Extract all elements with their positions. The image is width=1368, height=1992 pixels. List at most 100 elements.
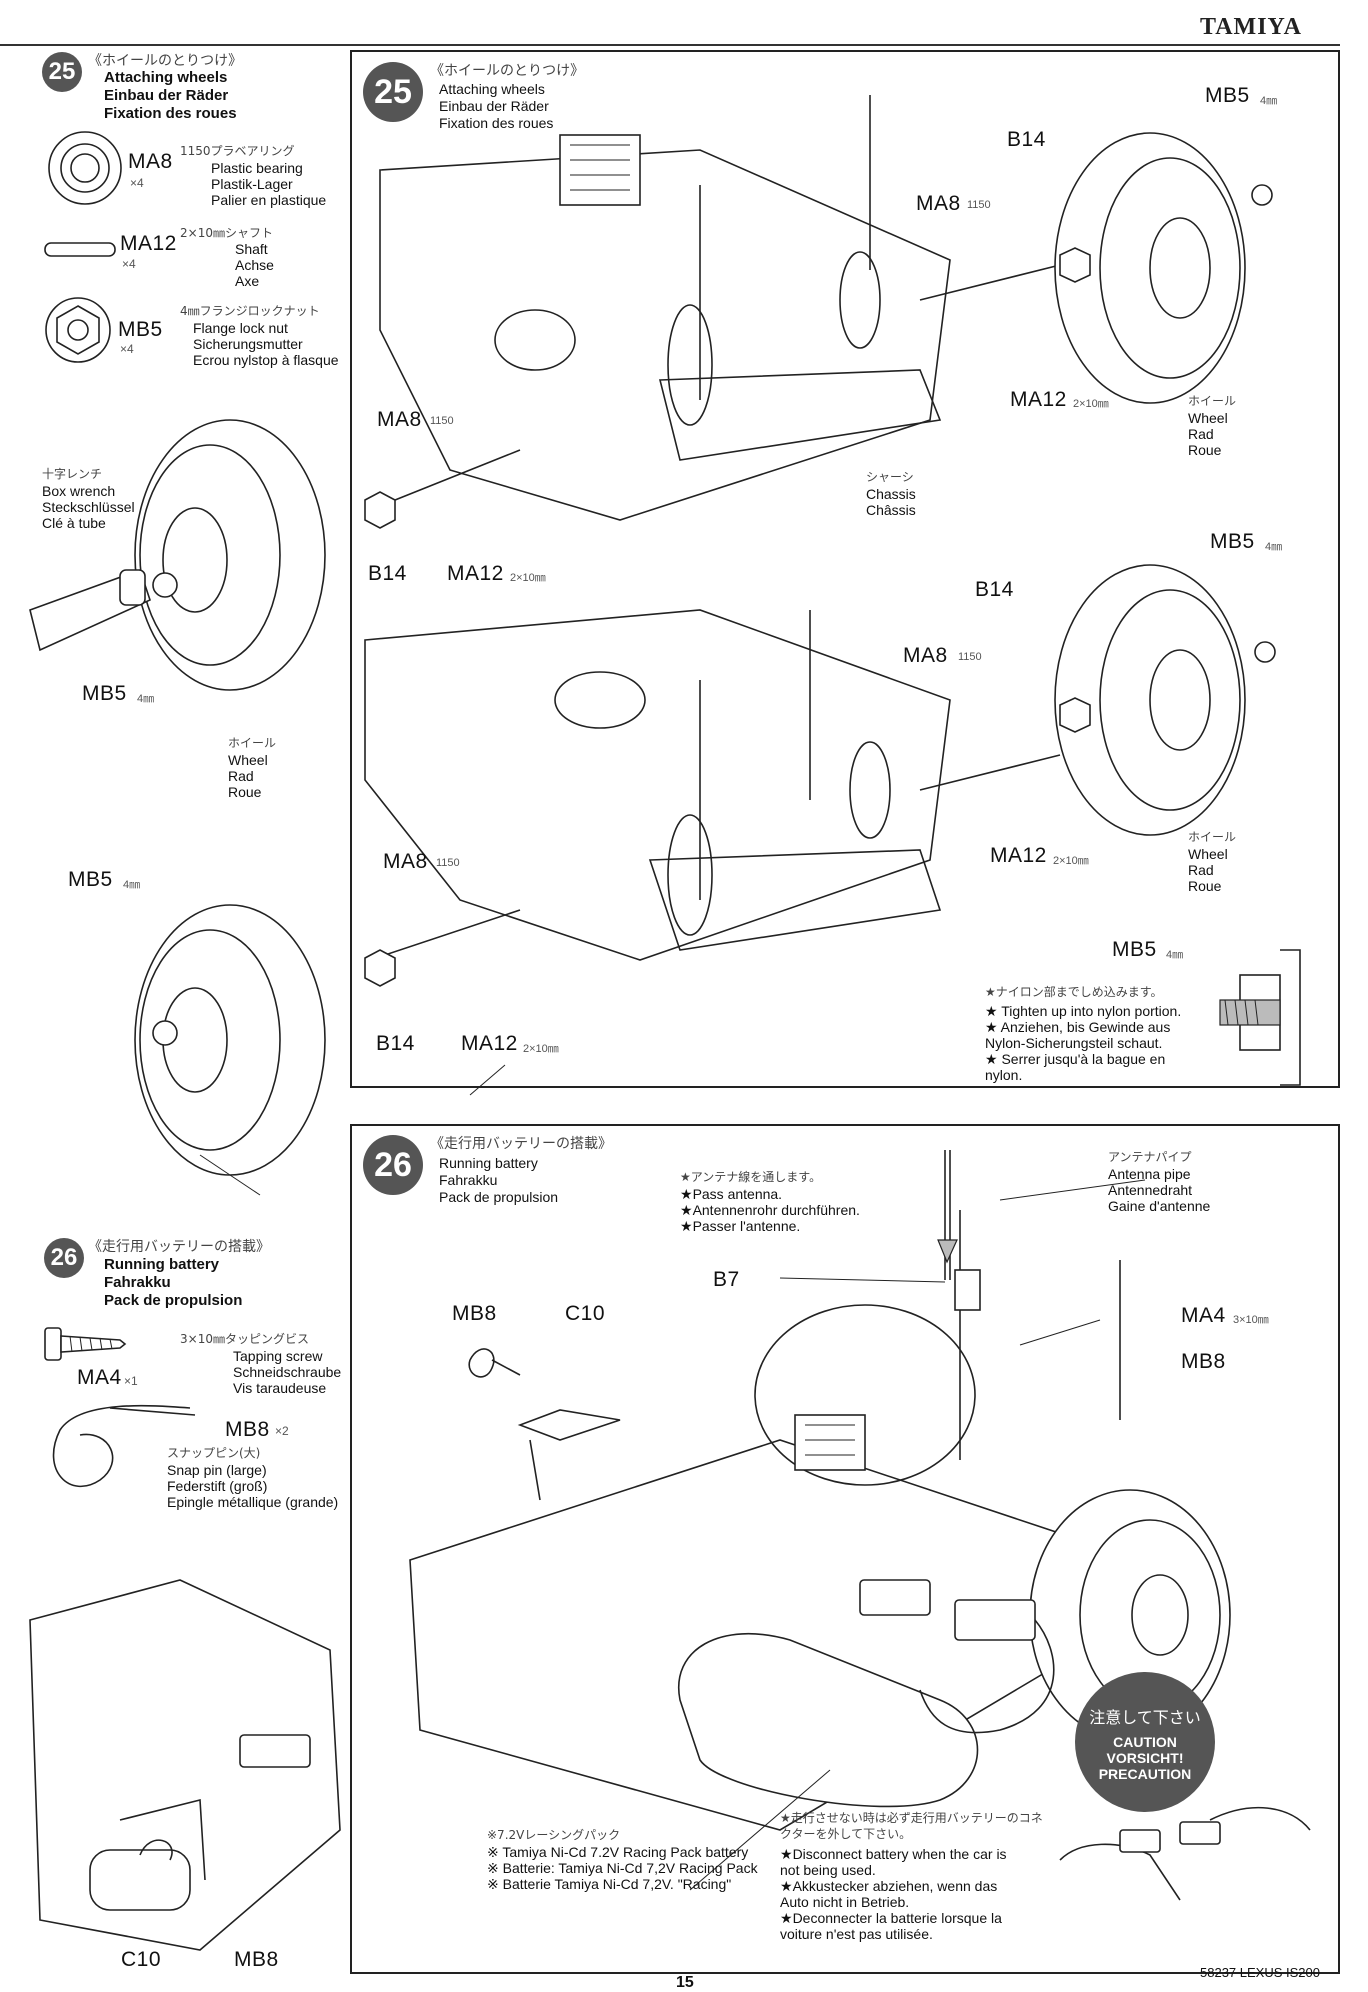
wheel-left-en: Wheel	[228, 752, 268, 768]
label-ma8-bottom-size: 1150	[436, 857, 460, 869]
disconnect-en: ★Disconnect battery when the car is not …	[780, 1846, 1007, 1878]
antenna-pipe-fr: Gaine d'antenne	[1108, 1198, 1211, 1214]
part-ma12-qty: ×4	[122, 257, 136, 271]
step26-title-fr: Pack de propulsion	[104, 1292, 243, 1309]
part-ma4-fr: Vis taraudeuse	[233, 1380, 327, 1396]
chassis-bottom	[364, 609, 1061, 961]
wheel-top-right	[1054, 132, 1273, 404]
label-ma8-mid-size: 1150	[958, 651, 982, 663]
label-ma12-mid: MA12	[990, 844, 1047, 867]
label-ma12-bottom: MA12	[461, 1032, 518, 1055]
antenna-pipe-de: Antennedraht	[1108, 1182, 1193, 1198]
step25-panel-title-en: Attaching wheels	[439, 81, 545, 97]
nylon-note-en: ★ Tighten up into nylon portion.	[985, 1003, 1182, 1019]
step25-title-de: Einbau der Räder	[104, 87, 229, 104]
step26-title-jp: 《走行用バッテリーの搭載》	[88, 1239, 270, 1255]
wheel-mid-de: Rad	[1188, 862, 1214, 878]
label-b14-top: B14	[1007, 128, 1046, 151]
wheel-top-en: Wheel	[1188, 410, 1228, 426]
footer-model: 58237 LEXUS IS200	[1200, 1965, 1320, 1980]
part-mb5-fr: Ecrou nylstop à flasque	[193, 352, 339, 368]
part-mb8-de: Federstift (groß)	[167, 1478, 268, 1494]
step25-title-jp: 《ホイールのとりつけ》	[88, 53, 243, 69]
wheel-mid-en: Wheel	[1188, 846, 1228, 862]
caution-de: VORSICHT!	[1106, 1750, 1184, 1766]
caution-en: CAUTION	[1113, 1734, 1177, 1750]
tool-fr: Clé à tube	[42, 515, 106, 531]
part-mb5-de: Sicherungsmutter	[193, 336, 303, 352]
part-mb8-code: MB8	[225, 1418, 270, 1441]
disconnect-jp: ★走行させない時は必ず走行用バッテリーのコネクターを外して下さい。	[780, 1811, 1043, 1841]
page-number: 15	[676, 1974, 694, 1991]
wheel-mid-right	[1054, 564, 1276, 836]
chassis-top	[369, 95, 1061, 521]
step26-panel-title-de: Fahrakku	[439, 1172, 498, 1188]
part-ma8-qty: ×4	[130, 176, 144, 190]
antenna-note-fr: ★Passer l'antenne.	[680, 1218, 801, 1234]
nylon-nut-inset	[1219, 949, 1301, 1086]
disconnect-de: ★Akkustecker abziehen, wenn das Auto nic…	[780, 1878, 998, 1910]
step26-panel	[350, 1124, 1340, 1974]
snap-pin-icon	[52, 1404, 196, 1488]
label-mb5-mid-size: 4㎜	[1265, 541, 1283, 553]
label-b7: B7	[713, 1268, 740, 1291]
wheel-left-de: Rad	[228, 768, 254, 784]
antenna-note-jp: ★アンテナ線を通します。	[680, 1170, 822, 1184]
wheel-left-fr: Roue	[228, 784, 262, 800]
part-ma8-de: Plastik-Lager	[211, 176, 293, 192]
part-mb8-en: Snap pin (large)	[167, 1462, 267, 1478]
part-ma12-code: MA12	[120, 232, 177, 255]
part-ma12-en: Shaft	[235, 241, 268, 257]
step25-title-en: Attaching wheels	[104, 69, 228, 86]
inset-battery-clip	[29, 1579, 341, 1951]
antenna-note-de: ★Antennenrohr durchführen.	[680, 1202, 860, 1218]
nylon-note-de: ★ Anziehen, bis Gewinde aus Nylon-Sicher…	[985, 1019, 1171, 1051]
step25-panel-title-jp: 《ホイールのとりつけ》	[430, 63, 585, 79]
part-ma12-jp: 2×10㎜シャフト	[180, 226, 273, 240]
chassis-step26	[409, 1150, 1231, 1831]
antenna-pipe-en: Antenna pipe	[1108, 1166, 1191, 1182]
label-ma8-left-top-size: 1150	[430, 415, 454, 427]
shaft-icon	[44, 242, 116, 257]
wheel-top-jp: ホイール	[1188, 394, 1237, 408]
chassis-jp: シャーシ	[866, 470, 914, 484]
label-ma4-main-size: 3×10㎜	[1233, 1314, 1269, 1326]
label-b14-bottom: B14	[376, 1032, 415, 1055]
step25-panel	[350, 50, 1340, 1088]
label-mb5-mid: MB5	[1210, 530, 1255, 553]
label-ma12-top: MA12	[1010, 388, 1067, 411]
wheel-mid-jp: ホイール	[1188, 830, 1237, 844]
label-mb5-left-top: MB5	[82, 682, 127, 705]
label-mb5-left-top-size: 4㎜	[137, 693, 155, 705]
bearing-icon	[48, 131, 122, 205]
label-mb5-note-size: 4㎜	[1166, 949, 1184, 961]
label-ma12-top-size: 2×10㎜	[1073, 398, 1109, 410]
label-ma8-left-top: MA8	[377, 408, 422, 431]
brand-logo: TAMIYA	[1200, 14, 1303, 40]
part-mb8-jp: スナップピン(大)	[167, 1446, 261, 1460]
label-ma8-mid: MA8	[903, 644, 948, 667]
step26-panel-title-jp: 《走行用バッテリーの搭載》	[430, 1136, 612, 1152]
part-mb5-en: Flange lock nut	[193, 320, 288, 336]
header-rule	[0, 44, 1340, 46]
battery-jp: ※7.2Vレーシングパック	[487, 1828, 621, 1842]
label-mb5-note: MB5	[1112, 938, 1157, 961]
label-ma8-bottom: MA8	[383, 850, 428, 873]
flange-nut-icon	[45, 297, 111, 363]
part-ma4-qty: ×1	[124, 1374, 138, 1388]
wheel-top-fr: Roue	[1188, 442, 1222, 458]
inset-label-c10: C10	[121, 1948, 162, 1971]
part-ma4-de: Schneidschraube	[233, 1364, 342, 1380]
hands-disconnect-illustration	[1059, 1806, 1311, 1901]
label-b14-left-top: B14	[368, 562, 407, 585]
label-ma12-mid-size: 2×10㎜	[1053, 855, 1089, 867]
part-ma8-en: Plastic bearing	[211, 160, 303, 176]
step26-title-de: Fahrakku	[104, 1274, 171, 1291]
tool-en: Box wrench	[42, 483, 116, 499]
nylon-note-fr: ★ Serrer jusqu'à la bague en nylon.	[985, 1051, 1166, 1083]
step25-panel-title-de: Einbau der Räder	[439, 98, 549, 114]
part-ma12-de: Achse	[235, 257, 274, 273]
part-mb8-fr: Epingle métallique (grande)	[167, 1494, 339, 1510]
label-ma12-left-top-size: 2×10㎜	[510, 572, 546, 584]
